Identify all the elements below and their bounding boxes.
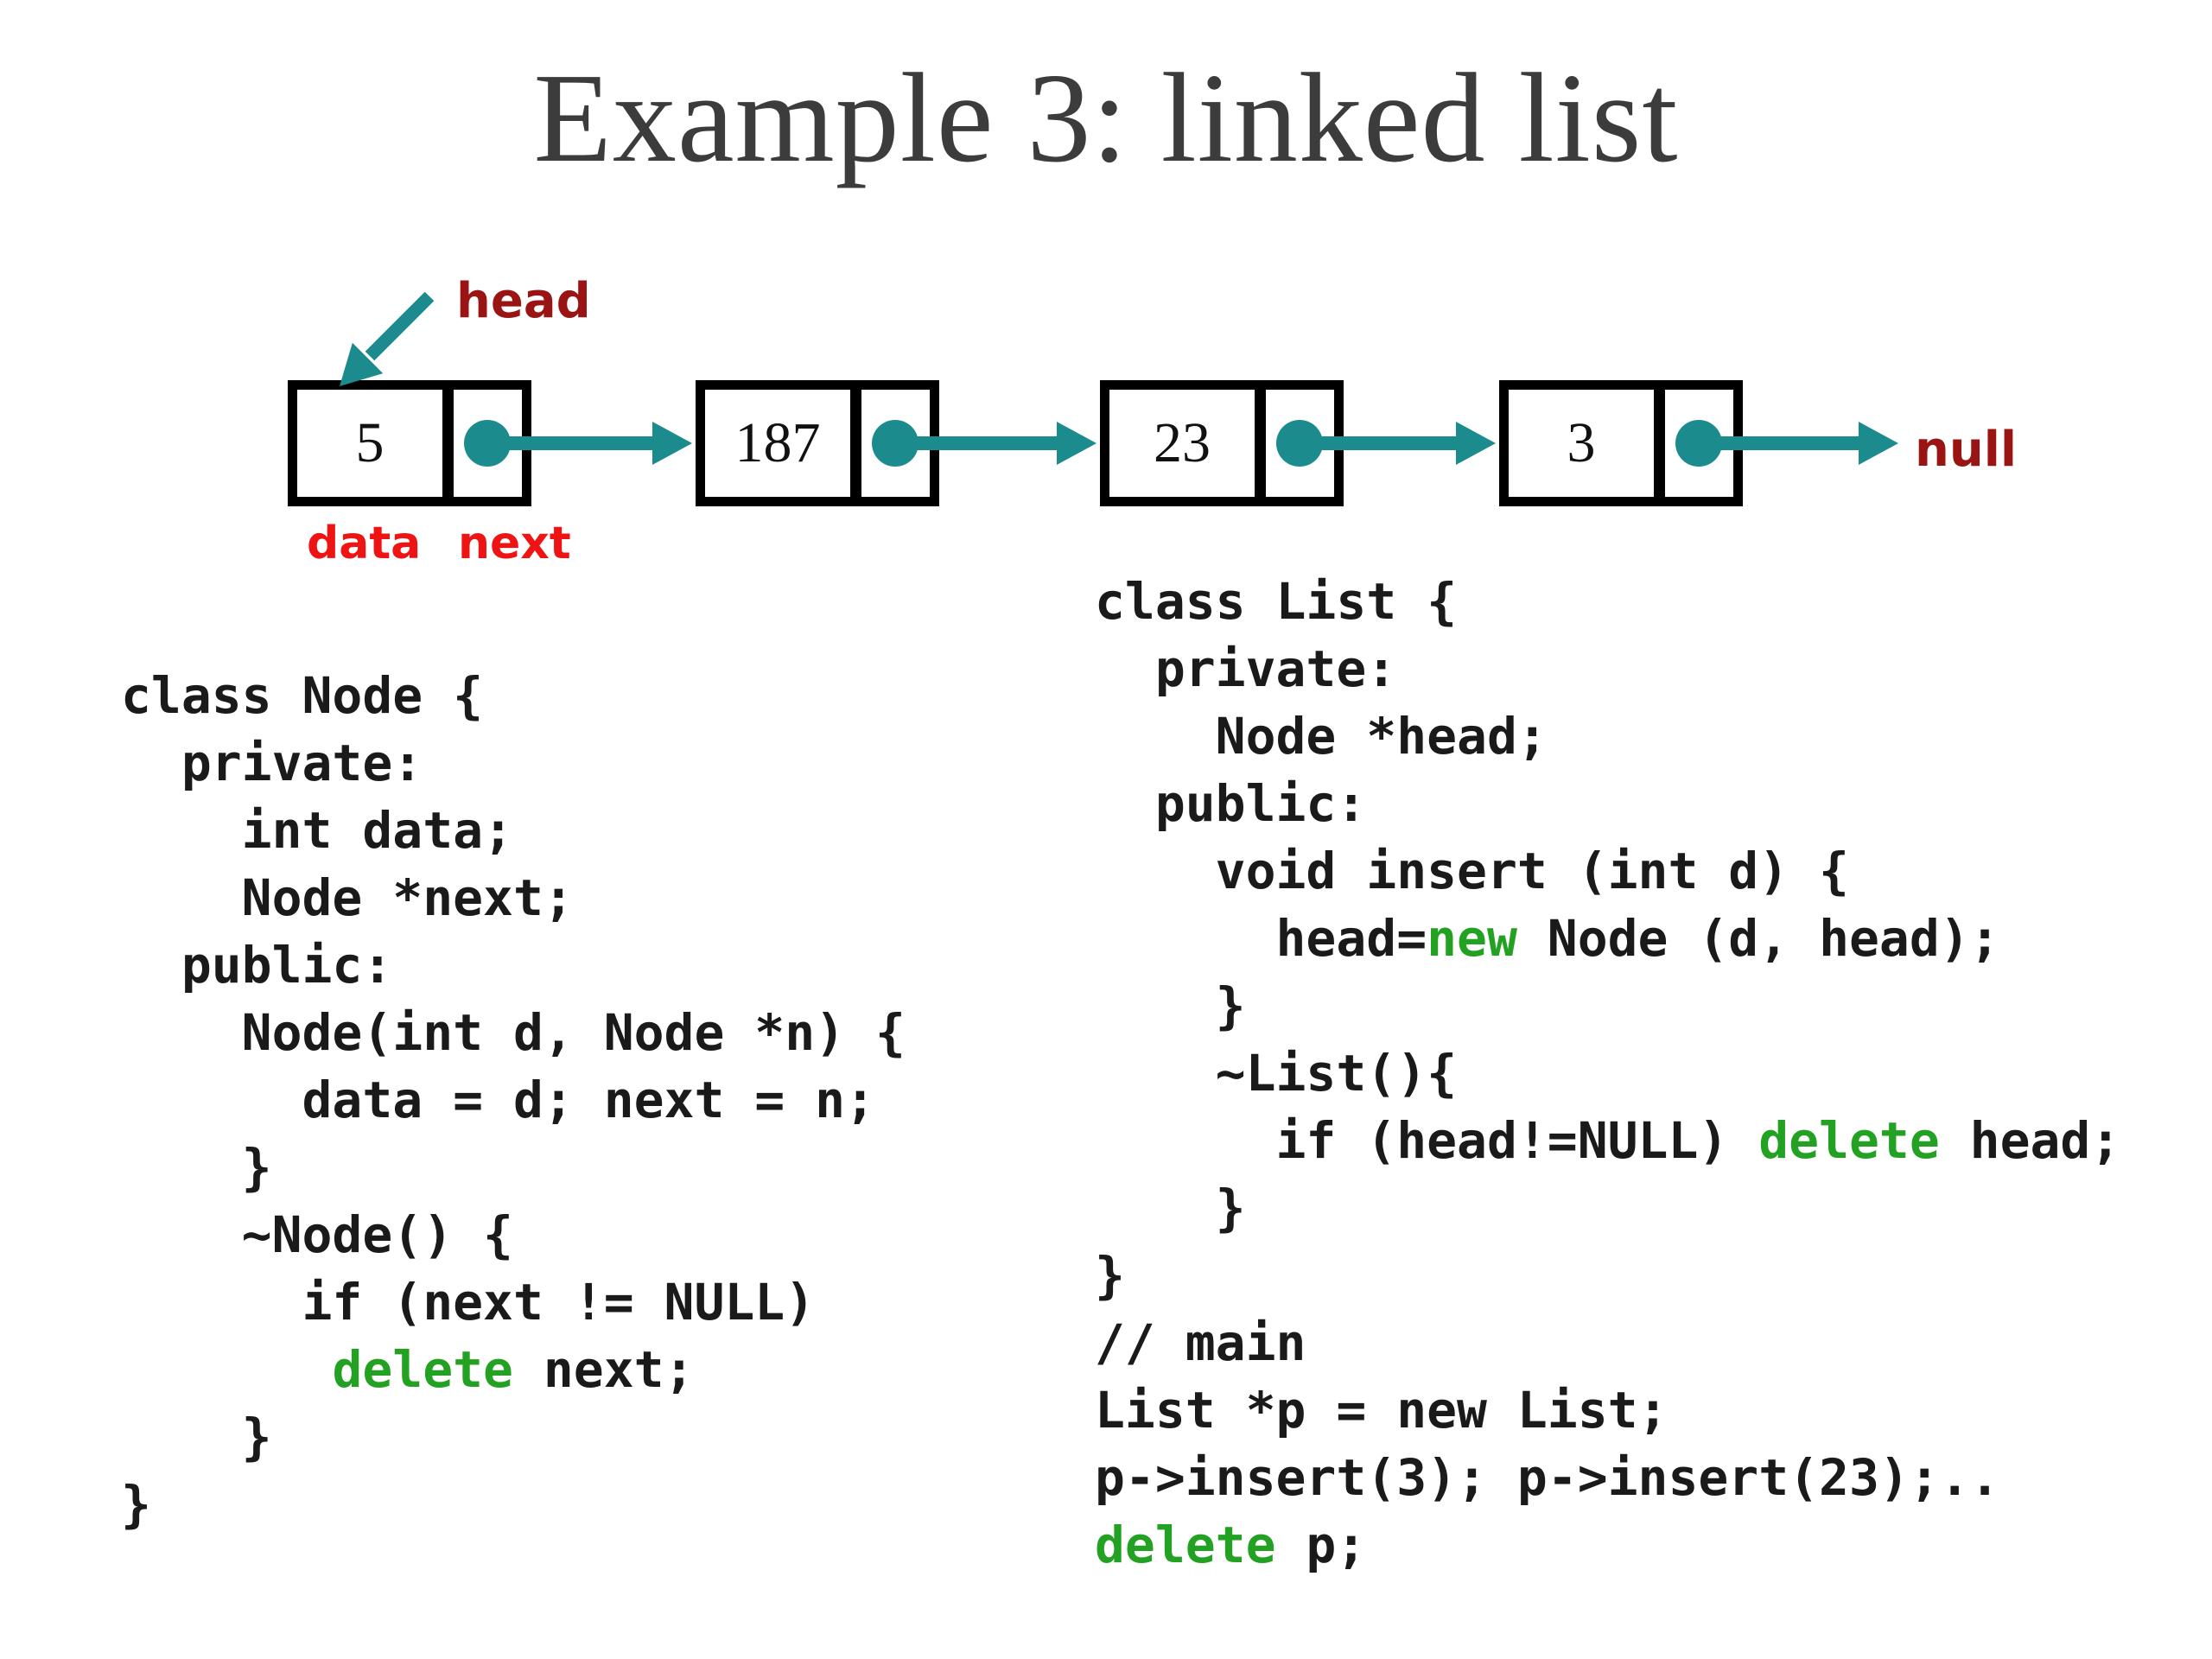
code-line: if (head!=NULL) delete head;	[1095, 1111, 2121, 1170]
page-title: Example 3: linked list	[533, 48, 1679, 189]
code-line: delete p;	[1095, 1516, 1367, 1574]
null-label: null	[1915, 422, 2018, 478]
list-node: 23	[1100, 380, 1344, 506]
node-next-cell	[1665, 390, 1733, 497]
code-line: Node(int d, Node *n) {	[121, 1003, 906, 1062]
list-node: 5	[288, 380, 531, 506]
node-data-value: 3	[1509, 390, 1654, 497]
code-line: Node *next;	[121, 868, 574, 927]
code-line: private:	[121, 734, 423, 792]
code-line: // main	[1095, 1313, 1306, 1372]
node-next-cell	[1266, 390, 1334, 497]
code-line: void insert (int d) {	[1095, 842, 1849, 900]
code-line: }	[1095, 976, 1246, 1035]
node-cell-divider	[850, 390, 861, 497]
code-line: public:	[1095, 774, 1367, 833]
code-line: ~Node() {	[121, 1205, 513, 1264]
code-line: }	[121, 1408, 272, 1466]
keyword: delete	[1758, 1111, 1940, 1170]
node-next-cell	[861, 390, 930, 497]
code-line: p->insert(3); p->insert(23);..	[1095, 1448, 2000, 1507]
code-line: head=new Node (d, head);	[1095, 909, 2000, 968]
code-line: data = d; next = n;	[121, 1071, 875, 1129]
code-line: ~List(){	[1095, 1044, 1458, 1103]
keyword: delete	[332, 1340, 513, 1399]
code-block-node-class: class Node { private: int data; Node *ne…	[121, 662, 906, 1538]
code-line: int data;	[121, 801, 513, 860]
code-line: class Node {	[121, 666, 484, 725]
list-node: 3	[1499, 380, 1743, 506]
code-line: }	[121, 1138, 272, 1197]
code-line: List *p = new List;	[1095, 1381, 1669, 1440]
keyword: new	[1427, 909, 1517, 968]
code-line: private:	[1095, 639, 1397, 698]
next-field-label: next	[458, 518, 571, 569]
node-data-value: 187	[705, 390, 850, 497]
code-line: }	[1095, 1246, 1125, 1305]
code-line: }	[1095, 1179, 1246, 1237]
code-block-list-class: class List { private: Node *head; public…	[1095, 568, 2120, 1579]
keyword: delete	[1095, 1516, 1276, 1574]
node-cell-divider	[1654, 390, 1665, 497]
head-label: head	[456, 273, 591, 329]
code-line: class List {	[1095, 572, 1458, 631]
code-line: delete next;	[332, 1340, 695, 1399]
code-line: }	[121, 1475, 151, 1534]
data-field-label: data	[307, 518, 422, 569]
node-next-cell	[454, 390, 522, 497]
node-cell-divider	[1255, 390, 1266, 497]
node-data-value: 23	[1109, 390, 1255, 497]
list-node: 187	[696, 380, 939, 506]
code-line: if (next != NULL)	[121, 1273, 816, 1332]
node-cell-divider	[442, 390, 454, 497]
node-data-value: 5	[297, 390, 442, 497]
code-line: Node *head;	[1095, 707, 1548, 766]
code-line: public:	[121, 936, 393, 995]
